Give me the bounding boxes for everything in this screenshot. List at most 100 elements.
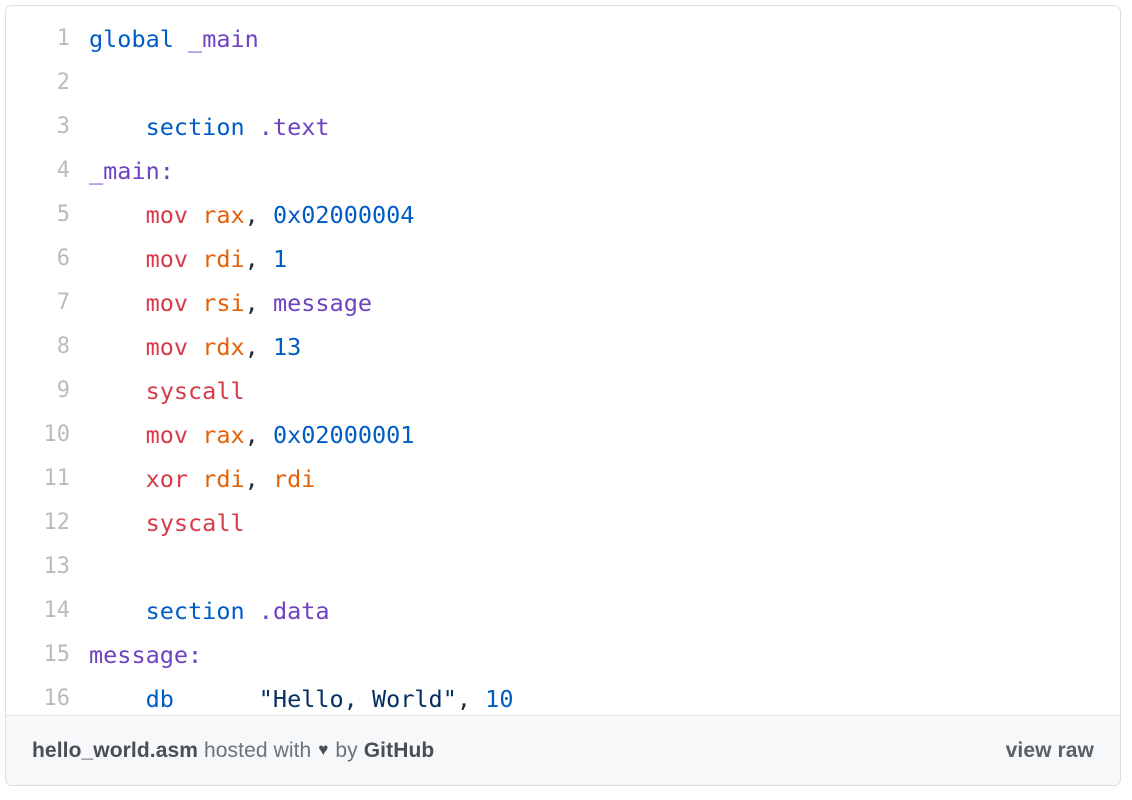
code-token-sect: db	[145, 685, 174, 713]
code-token-pun	[89, 465, 146, 493]
code-token-pun	[245, 113, 259, 141]
code-token-kw: mov	[145, 245, 189, 273]
code-token-sect: section	[145, 113, 245, 141]
line-content: xor rdi, rdi	[89, 457, 1120, 501]
code-token-pun	[259, 421, 273, 449]
code-token-lbl: :	[188, 641, 203, 669]
code-line: 13	[6, 545, 1120, 589]
code-token-reg: rdi	[202, 465, 245, 493]
line-content: section .data	[89, 589, 1120, 633]
code-token-pun	[89, 289, 146, 317]
code-token-lbl: .text	[258, 113, 330, 141]
code-token-kw: syscall	[145, 509, 245, 537]
code-token-lbl: _main	[188, 25, 259, 53]
line-number: 2	[56, 70, 70, 95]
code-token-pun	[89, 685, 146, 713]
code-token-pun	[188, 245, 202, 273]
code-token-lbl: _main	[89, 157, 160, 185]
code-token-pun	[259, 333, 273, 361]
code-token-pun	[259, 465, 273, 493]
code-token-pun	[89, 377, 146, 405]
code-line: 1 global _main	[6, 17, 1120, 61]
code-line: 16 db "Hello, World", 10	[6, 677, 1120, 715]
code-token-pun	[188, 333, 202, 361]
code-token-pun	[471, 685, 485, 713]
line-number: 9	[56, 378, 70, 403]
code-token-str: "Hello, World"	[258, 685, 457, 713]
code-token-pun	[174, 685, 259, 713]
code-token-sect: global	[89, 25, 174, 53]
code-token-kw: mov	[145, 421, 189, 449]
line-number: 8	[56, 334, 70, 359]
line-content: message:	[89, 633, 1120, 677]
line-content: mov rax, 0x02000001	[89, 413, 1120, 457]
code-line: 4_main:	[6, 149, 1120, 193]
code-token-pun	[89, 201, 146, 229]
code-line: 8 mov rdx, 13	[6, 325, 1120, 369]
line-content	[89, 545, 1120, 589]
code-line: 14 section .data	[6, 589, 1120, 633]
code-line: 12 syscall	[6, 501, 1120, 545]
code-token-pun	[89, 245, 146, 273]
code-token-pun: ,	[244, 201, 259, 229]
line-content: db "Hello, World", 10	[89, 677, 1120, 715]
code-token-reg: rdi	[202, 245, 245, 273]
code-token-pun	[89, 597, 146, 625]
line-content: syscall	[89, 501, 1120, 545]
code-token-pun	[89, 333, 146, 361]
code-token-lbl: message	[272, 289, 373, 317]
gist-footer-attribution: hello_world.asm hosted with ♥ by GitHub	[32, 739, 434, 763]
code-token-reg: rax	[202, 421, 245, 449]
line-number: 1	[56, 26, 70, 51]
code-token-pun	[259, 289, 273, 317]
code-token-pun	[188, 465, 202, 493]
code-token-pun: ,	[244, 421, 259, 449]
code-token-pun: ,	[244, 245, 259, 273]
line-number: 10	[43, 422, 71, 447]
line-number: 16	[43, 686, 71, 711]
gist-footer: hello_world.asm hosted with ♥ by GitHub …	[6, 715, 1120, 785]
gist-hosted-with-label: hosted with	[203, 738, 312, 762]
gist-host-name: GitHub	[363, 738, 435, 762]
line-content: mov rax, 0x02000004	[89, 193, 1120, 237]
line-content: _main:	[89, 149, 1120, 193]
line-number: 5	[56, 202, 70, 227]
code-token-pun: ,	[244, 465, 259, 493]
code-token-pun: ,	[456, 685, 472, 713]
code-token-pun	[259, 201, 273, 229]
code-line: 5 mov rax, 0x02000004	[6, 193, 1120, 237]
code-token-pun	[188, 421, 202, 449]
code-token-pun	[89, 421, 146, 449]
view-raw-link[interactable]: view raw	[1005, 738, 1094, 762]
code-token-reg: rdx	[202, 333, 245, 361]
code-line: 2	[6, 61, 1120, 105]
heart-icon: ♥	[318, 739, 329, 759]
line-number: 13	[43, 554, 71, 579]
code-token-pun	[89, 509, 146, 537]
code-token-pun	[245, 597, 259, 625]
code-line: 10 mov rax, 0x02000001	[6, 413, 1120, 457]
code-token-sect: section	[145, 597, 245, 625]
line-number: 12	[43, 510, 71, 535]
line-content: mov rdx, 13	[89, 325, 1120, 369]
code-token-pun	[188, 201, 202, 229]
code-line: 7 mov rsi, message	[6, 281, 1120, 325]
code-token-reg: rsi	[202, 289, 245, 317]
code-token-num: 0x02000004	[272, 201, 415, 229]
code-line: 11 xor rdi, rdi	[6, 457, 1120, 501]
line-number: 14	[43, 598, 71, 623]
line-content: mov rdi, 1	[89, 237, 1120, 281]
code-token-lbl: message	[89, 641, 189, 669]
line-number: 3	[56, 114, 70, 139]
code-token-lbl: :	[159, 157, 174, 185]
code-token-pun: ,	[244, 289, 259, 317]
code-token-kw: mov	[145, 289, 189, 317]
code-token-pun	[188, 289, 202, 317]
code-token-num: 13	[272, 333, 302, 361]
code-token-pun	[89, 113, 146, 141]
